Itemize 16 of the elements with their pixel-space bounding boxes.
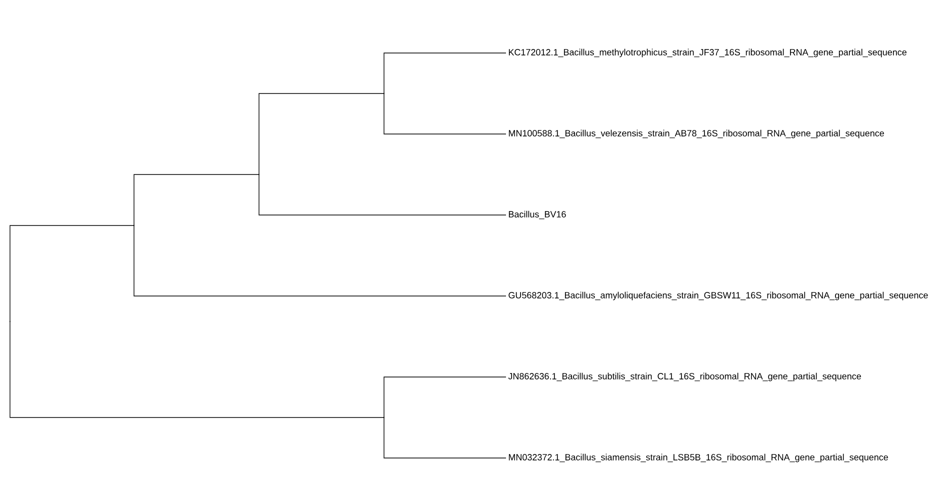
tree-branch — [10, 321, 384, 418]
tree-branch — [258, 93, 384, 175]
tree-branch — [134, 225, 506, 296]
tree-branch — [258, 174, 506, 216]
tree-branch — [384, 417, 506, 458]
leaf-label: GU568203.1_Bacillus_amyloliquefaciens_strain_GBSW11_16S_ribosomal_RNA_gene_partial_sequence — [508, 292, 928, 300]
leaf-label: MN100588.1_Bacillus_velezensis_strain_AB78_16S_ribosomal_RNA_gene_partial_sequence — [508, 130, 884, 138]
leaf-label: MN032372.1_Bacillus_siamensis_strain_LSB5B_16S_ribosomal_RNA_gene_partial_sequence — [508, 454, 888, 462]
tree-branch — [134, 174, 260, 226]
tree-branch — [384, 376, 506, 418]
tree-branch — [384, 93, 506, 134]
leaf-label: Bacillus_BV16 — [508, 210, 566, 220]
leaf-label: KC172012.1_Bacillus_methylotrophicus_strain_JF37_16S_ribosomal_RNA_gene_partial_sequence — [508, 48, 906, 58]
leaf-label: JN862636.1_Bacillus_subtilis_strain_CL1_16S_ribosomal_RNA_gene_partial_sequence — [508, 372, 861, 382]
tree-branch — [10, 225, 134, 322]
tree-branch — [384, 52, 506, 94]
